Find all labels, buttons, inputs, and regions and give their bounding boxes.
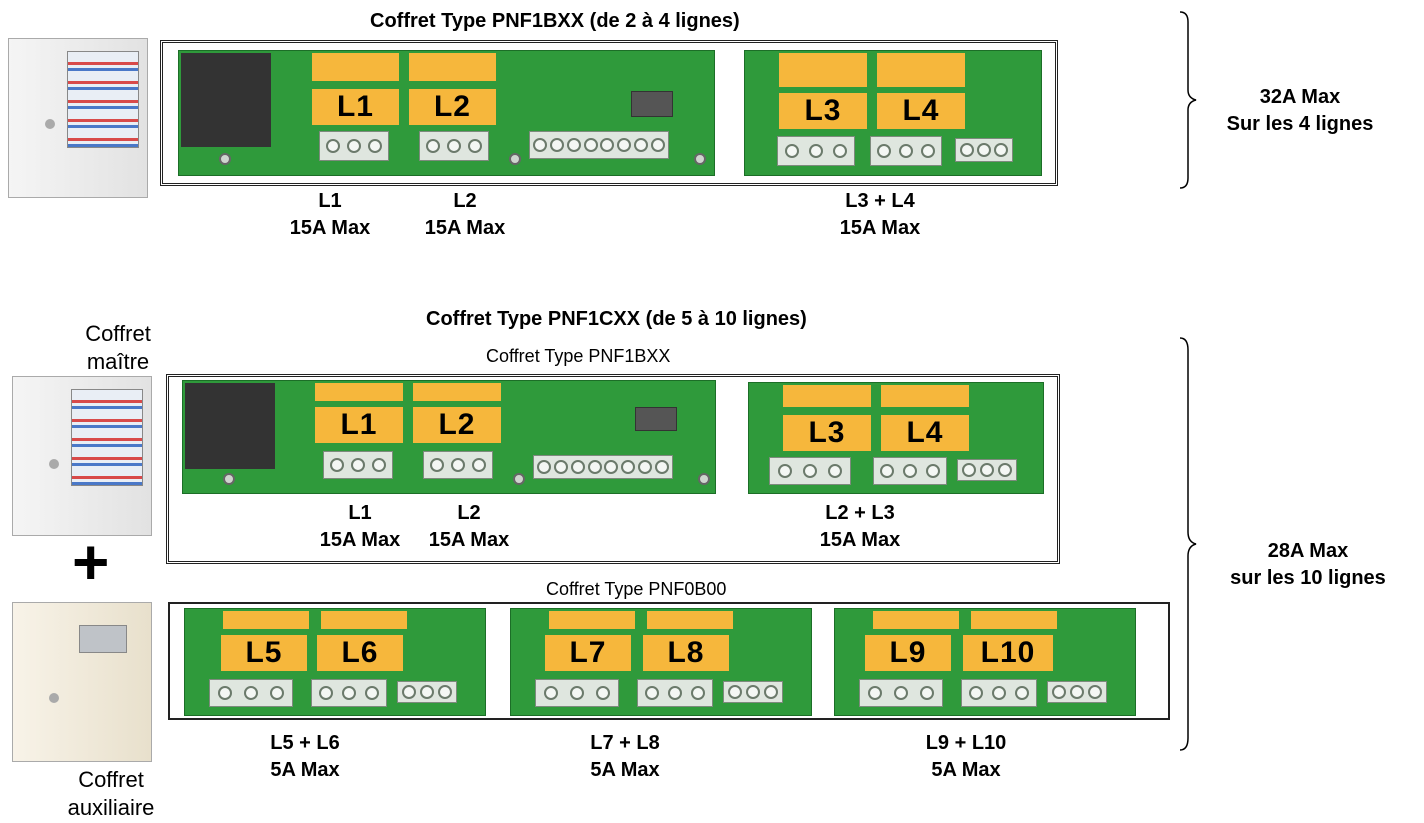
top-pcb-left: L1 L2 bbox=[178, 50, 715, 176]
terminal-block bbox=[961, 679, 1037, 707]
relay-1 bbox=[315, 383, 403, 401]
master-subtitle: Coffret Type PNF1BXX bbox=[486, 346, 671, 366]
aux-pcb-3: L9 L10 bbox=[834, 608, 1136, 716]
bottom-title: Coffret Type PNF1CXX (de 5 à 10 lignes) bbox=[426, 308, 807, 330]
caption-l2-l3: L2 + L3 15A Max bbox=[819, 502, 901, 551]
cabinet-panel bbox=[67, 51, 139, 148]
cabinet-window bbox=[79, 625, 127, 653]
relay-3 bbox=[779, 53, 867, 87]
relay-2 bbox=[409, 53, 496, 81]
relay-9 bbox=[873, 611, 959, 629]
line-label-l2: L2 bbox=[413, 407, 501, 443]
relay-3 bbox=[783, 385, 871, 407]
bottom-brace bbox=[1179, 337, 1197, 751]
cabinet-lock bbox=[49, 459, 59, 469]
cabinet-master-image bbox=[12, 376, 152, 536]
relay-8 bbox=[647, 611, 733, 629]
terminal-block bbox=[859, 679, 943, 707]
aux-label: Coffret auxiliaire bbox=[67, 767, 155, 820]
terminal-block bbox=[637, 679, 713, 707]
cabinet-lock bbox=[49, 693, 59, 703]
transformer bbox=[181, 53, 271, 147]
terminal-block bbox=[529, 131, 669, 159]
master-pcb-right: L3 L4 bbox=[748, 382, 1044, 494]
caption-l7-l8: L7 + L8 5A Max bbox=[590, 732, 660, 781]
relay-5 bbox=[223, 611, 309, 629]
line-label-l3: L3 bbox=[783, 415, 871, 451]
relay-10 bbox=[971, 611, 1057, 629]
terminal-block bbox=[955, 138, 1013, 162]
screw bbox=[698, 473, 710, 485]
relay-1 bbox=[312, 53, 399, 81]
cabinet-panel bbox=[71, 389, 143, 486]
terminal-block bbox=[423, 451, 493, 479]
terminal-block bbox=[323, 451, 393, 479]
master-pcb-left: L1 L2 bbox=[182, 380, 716, 494]
relay-2 bbox=[413, 383, 501, 401]
terminal-block bbox=[769, 457, 851, 485]
line-label-l4: L4 bbox=[877, 93, 965, 129]
caption-l2: L2 15A Max bbox=[424, 190, 506, 239]
line-label-l4: L4 bbox=[881, 415, 969, 451]
aux-board-frame bbox=[168, 602, 1170, 720]
line-label-l7: L7 bbox=[545, 635, 631, 671]
aux-pcb-2: L7 L8 bbox=[510, 608, 812, 716]
cabinet-aux-image bbox=[12, 602, 152, 762]
top-total: 32A Max Sur les 4 lignes bbox=[1226, 86, 1374, 135]
terminal-block bbox=[209, 679, 293, 707]
aux-subtitle: Coffret Type PNF0B00 bbox=[546, 579, 727, 599]
relay-4 bbox=[881, 385, 969, 407]
terminal-block bbox=[535, 679, 619, 707]
screw bbox=[223, 473, 235, 485]
cabinet-lock bbox=[45, 119, 55, 129]
line-label-l6: L6 bbox=[317, 635, 403, 671]
screw bbox=[694, 153, 706, 165]
screw bbox=[219, 153, 231, 165]
cabinet-master-image bbox=[8, 38, 148, 198]
caption-l9-l10: L9 + L10 5A Max bbox=[925, 732, 1007, 781]
caption-l5-l6: L5 + L6 5A Max bbox=[270, 732, 340, 781]
chip bbox=[635, 407, 677, 431]
terminal-block bbox=[957, 459, 1017, 481]
relay-4 bbox=[877, 53, 965, 87]
aux-pcb-1: L5 L6 bbox=[184, 608, 486, 716]
line-label-l1: L1 bbox=[315, 407, 403, 443]
screw bbox=[513, 473, 525, 485]
line-label-l1: L1 bbox=[312, 89, 399, 125]
top-brace bbox=[1179, 11, 1197, 189]
top-board-frame bbox=[160, 40, 1058, 186]
terminal-block bbox=[870, 136, 942, 166]
caption-l3-l4: L3 + L4 15A Max bbox=[839, 190, 921, 239]
caption-l1: L1 15A Max bbox=[289, 190, 371, 239]
terminal-block bbox=[397, 681, 457, 703]
relay-6 bbox=[321, 611, 407, 629]
line-label-l8: L8 bbox=[643, 635, 729, 671]
master-label: Coffret maître bbox=[85, 321, 151, 374]
relay-7 bbox=[549, 611, 635, 629]
line-label-l9: L9 bbox=[865, 635, 951, 671]
transformer bbox=[185, 383, 275, 469]
bottom-total: 28A Max sur les 10 lignes bbox=[1230, 540, 1386, 589]
terminal-block bbox=[319, 131, 389, 161]
terminal-block bbox=[777, 136, 855, 166]
terminal-block bbox=[311, 679, 387, 707]
top-title: Coffret Type PNF1BXX (de 2 à 4 lignes) bbox=[370, 10, 740, 32]
line-label-l2: L2 bbox=[409, 89, 496, 125]
chip bbox=[631, 91, 673, 117]
top-pcb-right: L3 L4 bbox=[744, 50, 1042, 176]
screw bbox=[509, 153, 521, 165]
terminal-block bbox=[533, 455, 673, 479]
line-label-l3: L3 bbox=[779, 93, 867, 129]
terminal-block bbox=[723, 681, 783, 703]
caption-l2: L2 15A Max bbox=[428, 502, 510, 551]
line-label-l10: L10 bbox=[963, 635, 1053, 671]
plus-sign: + bbox=[72, 526, 110, 598]
terminal-block bbox=[873, 457, 947, 485]
line-label-l5: L5 bbox=[221, 635, 307, 671]
master-board-frame bbox=[166, 374, 1060, 564]
caption-l1: L1 15A Max bbox=[319, 502, 401, 551]
terminal-block bbox=[419, 131, 489, 161]
terminal-block bbox=[1047, 681, 1107, 703]
